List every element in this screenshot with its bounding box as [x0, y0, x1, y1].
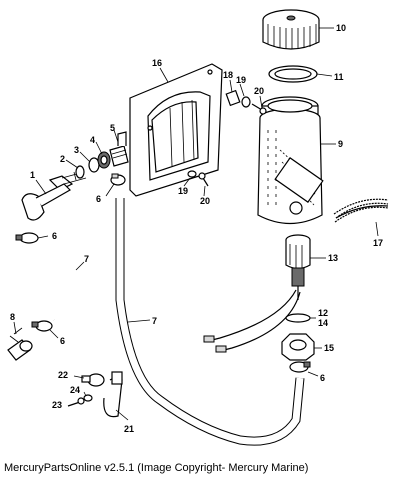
callout-6-right: 6 [320, 373, 325, 383]
callout-8: 8 [10, 312, 15, 322]
part-11-gasket[interactable] [268, 65, 318, 83]
part-7-hose-short[interactable] [18, 245, 88, 327]
callout-13: 13 [328, 253, 338, 263]
part-22-clamp[interactable] [81, 373, 105, 387]
callout-23: 23 [52, 400, 62, 410]
callout-20-upper: 20 [254, 86, 264, 96]
part-3-washer[interactable] [88, 157, 100, 173]
part-13-fitting[interactable] [285, 234, 311, 300]
callout-12: 12 [318, 308, 328, 318]
part-20-screw-upper[interactable] [251, 103, 267, 115]
callout-7-long: 7 [152, 316, 157, 326]
callout-4: 4 [90, 135, 95, 145]
part-10-cap[interactable] [262, 9, 320, 50]
part-9-reservoir[interactable] [257, 96, 324, 224]
callout-24: 24 [70, 385, 80, 395]
part-6-clamp-right[interactable] [289, 361, 311, 373]
callout-9: 9 [338, 139, 343, 149]
part-15-nut[interactable] [281, 333, 315, 361]
part-18-clip[interactable] [225, 89, 241, 107]
callout-19-lower: 19 [178, 186, 188, 196]
part-21-clip[interactable] [103, 371, 123, 418]
part-17-spring-body [335, 205, 389, 219]
callout-5: 5 [110, 123, 115, 133]
part-19-washer-lower[interactable] [187, 170, 197, 178]
callout-19-upper: 19 [236, 75, 246, 85]
part-6-clamp-mid[interactable] [31, 320, 53, 332]
callout-18: 18 [223, 70, 233, 80]
part-16-bracket[interactable] [129, 63, 223, 197]
callout-6-left: 6 [52, 231, 57, 241]
callout-16: 16 [152, 58, 162, 68]
callout-2: 2 [60, 154, 65, 164]
callout-22: 22 [58, 370, 68, 380]
part-12-washer[interactable] [285, 313, 311, 323]
leader-lines [13, 27, 379, 421]
callout-6-upper: 6 [96, 194, 101, 204]
parts-diagram: 10 11 9 13 17 12 14 15 6 16 18 19 20 19 … [7, 9, 389, 446]
callout-15: 15 [324, 343, 334, 353]
callout-6-mid: 6 [60, 336, 65, 346]
callouts: 10 11 9 13 17 12 14 15 6 16 18 19 20 19 … [10, 23, 383, 434]
callout-10: 10 [336, 23, 346, 33]
part-17-spring[interactable] [333, 198, 389, 223]
part-1-elbow[interactable] [21, 169, 87, 221]
part-8-fitting[interactable] [7, 327, 33, 361]
callout-7-short: 7 [84, 254, 89, 264]
callout-21: 21 [124, 424, 134, 434]
part-19-washer-upper[interactable] [241, 96, 251, 108]
callout-20-lower: 20 [200, 196, 210, 206]
callout-14: 14 [318, 318, 328, 328]
part-7-hose-long[interactable] [115, 198, 305, 446]
callout-11: 11 [334, 72, 344, 82]
callout-17: 17 [373, 238, 383, 248]
part-5-elbow-fitting[interactable] [109, 131, 129, 167]
part-4-nut[interactable] [97, 151, 111, 169]
part-14-wires[interactable] [203, 289, 301, 353]
callout-3: 3 [74, 145, 79, 155]
callout-1: 1 [30, 170, 35, 180]
part-2-washer[interactable] [75, 165, 85, 179]
part-23-screw[interactable] [67, 397, 85, 407]
image-caption: MercuryPartsOnline v2.5.1 (Image Copyrig… [4, 462, 309, 474]
part-24-washer[interactable] [83, 394, 93, 402]
part-6-clamp-left[interactable] [15, 232, 39, 244]
part-6-clamp-upper[interactable] [110, 173, 126, 186]
part-20-screw-lower[interactable] [198, 172, 209, 187]
